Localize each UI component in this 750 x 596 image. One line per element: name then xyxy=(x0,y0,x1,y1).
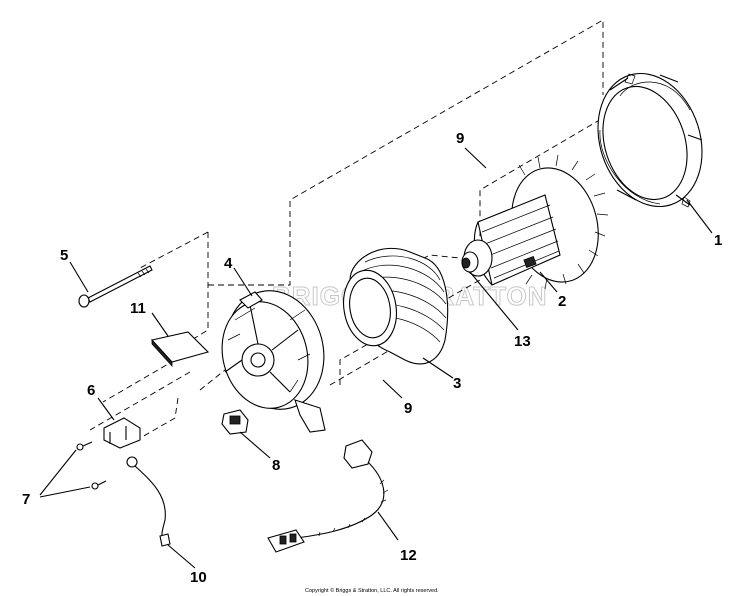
part-12-wire-harness xyxy=(267,439,399,553)
part-1-end-cover xyxy=(597,72,713,234)
part-2-rotor-assembly xyxy=(461,154,609,331)
callout-7: 7 xyxy=(22,491,30,508)
part-5-through-bolt xyxy=(69,261,153,308)
copyright-notice: Copyright © Briggs & Stratton, LLC. All … xyxy=(305,587,439,594)
part-8-clip xyxy=(221,409,271,459)
callout-4: 4 xyxy=(224,255,233,272)
callout-6: 6 xyxy=(87,382,95,399)
callout-9-top: 9 xyxy=(456,130,464,147)
part-10-ground-wire xyxy=(126,456,196,569)
callout-12: 12 xyxy=(400,547,417,564)
callout-9-bottom: 9 xyxy=(404,400,412,417)
callout-11: 11 xyxy=(130,300,146,317)
part-9-leader-top xyxy=(464,147,487,169)
callout-2: 2 xyxy=(558,293,566,310)
part-6-brush-holder xyxy=(97,397,141,449)
part-9-leader-bottom xyxy=(382,379,403,399)
part-11-pad xyxy=(150,312,210,368)
callout-8: 8 xyxy=(272,457,280,474)
callout-5: 5 xyxy=(60,247,68,264)
callout-10: 10 xyxy=(190,569,207,586)
callout-3: 3 xyxy=(453,375,461,392)
part-4-rear-housing xyxy=(221,267,326,433)
part-3-stator xyxy=(343,247,454,379)
callout-13: 13 xyxy=(514,333,531,350)
callout-1: 1 xyxy=(714,232,722,249)
part-7-screws xyxy=(39,441,107,498)
